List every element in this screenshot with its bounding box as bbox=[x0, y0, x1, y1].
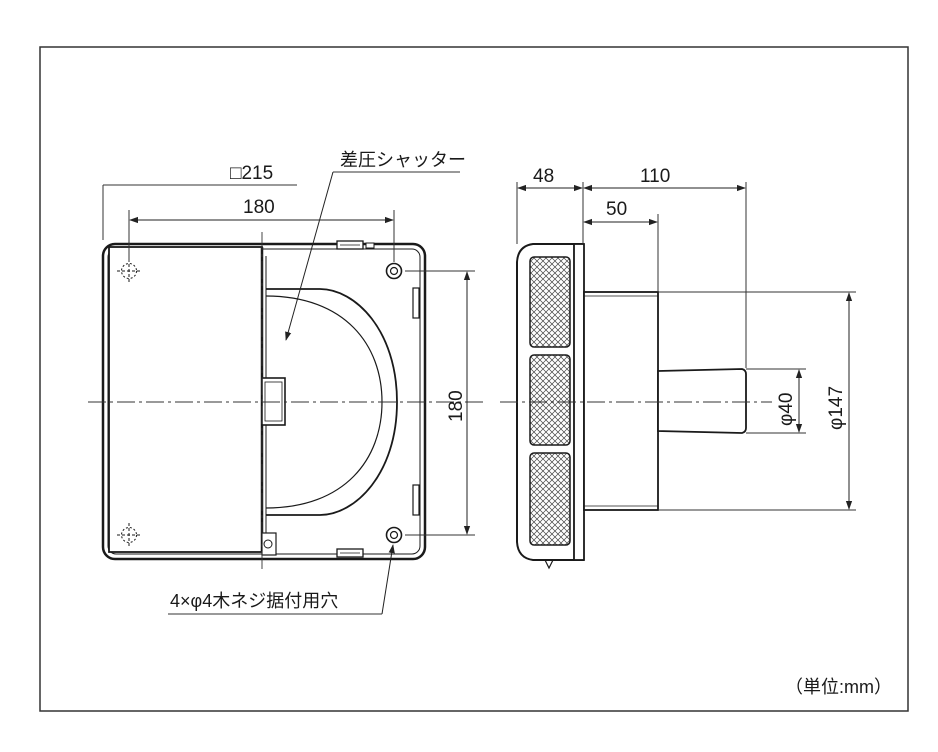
dim-hole-pitch-horizontal-label: 180 bbox=[243, 197, 275, 218]
dim-grille-depth-label: 48 bbox=[533, 166, 554, 187]
dim-duct-length-label: 50 bbox=[606, 199, 627, 220]
dim-hole-pitch-vertical-label: 180 bbox=[446, 390, 467, 422]
sliding-cover-panel bbox=[108, 246, 263, 553]
shutter-semicircle bbox=[266, 288, 398, 516]
duct-inner-nozzle bbox=[657, 368, 747, 434]
mesh-panel-middle bbox=[529, 354, 571, 446]
callout-screw-holes-label: 4×φ4木ネジ据付用穴 bbox=[170, 591, 338, 611]
front-view: □215 180 180 差圧シャッター 4×φ4木ネジ据付用穴 bbox=[88, 150, 485, 615]
drawing-frame bbox=[39, 46, 909, 712]
side-view: 48 110 50 φ147 φ40 bbox=[500, 166, 856, 570]
screw-hole-bottom-left-hidden bbox=[117, 523, 141, 547]
front-body-outline bbox=[101, 242, 427, 561]
dim-overall-width-label: □215 bbox=[230, 163, 273, 184]
screw-hole-bottom-right bbox=[385, 526, 403, 544]
callout-shutter-label: 差圧シャッター bbox=[340, 150, 466, 170]
screw-hole-top-left-hidden bbox=[117, 259, 141, 283]
dim-outer-duct-diameter-label: φ147 bbox=[826, 386, 847, 430]
mesh-panel-top bbox=[529, 256, 571, 348]
screw-hole-top-right bbox=[385, 262, 403, 280]
duct-outer bbox=[583, 291, 659, 511]
dim-total-projection-label: 110 bbox=[640, 166, 670, 187]
dim-inner-duct-diameter-label: φ40 bbox=[776, 393, 797, 426]
cover-handle bbox=[261, 377, 286, 426]
mesh-panel-bottom bbox=[529, 452, 571, 546]
unit-note: （単位:mm） bbox=[785, 677, 892, 697]
